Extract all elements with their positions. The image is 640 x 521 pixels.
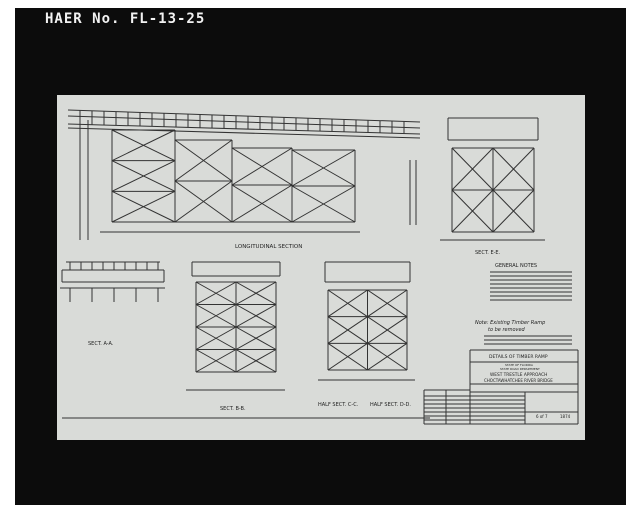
bb-bent — [195, 326, 237, 350]
note-line-2: to be removed — [488, 327, 526, 333]
deck-rail — [67, 115, 421, 129]
label-general-notes: GENERAL NOTES — [495, 263, 537, 269]
cd-bent — [367, 316, 408, 344]
title-dept: STATE ROAD DEPARTMENT — [500, 367, 540, 371]
label-half-sect-dd: HALF SECT. D-D. — [370, 402, 411, 408]
bb-bent — [235, 349, 277, 373]
ee-bent — [451, 147, 494, 191]
title-state: STATE OF FLORIDA — [505, 363, 534, 367]
cd-bent — [367, 342, 408, 371]
bb-bent — [235, 304, 277, 328]
title-bridge: CHOCTAWHATCHEE RIVER BRIDGE — [484, 378, 553, 383]
bent-1 — [111, 190, 176, 223]
label-longitudinal-section: LONGITUDINAL SECTION — [235, 244, 302, 250]
ee-bent — [492, 147, 535, 191]
bent-4 — [291, 149, 356, 187]
engineering-drawing: LONGITUDINAL SECTION SECT. A-A. SECT. B-… — [60, 109, 579, 425]
cd-bent — [327, 342, 368, 371]
bent-3 — [231, 147, 293, 186]
note-line-1: Note: Existing Timber Ramp — [475, 320, 545, 326]
bent-1 — [111, 160, 176, 192]
bent-1 — [111, 129, 176, 162]
label-sect-ee: SECT. E-E. — [475, 250, 501, 256]
bb-bent — [235, 281, 277, 305]
bent-2 — [174, 180, 233, 223]
bb-bent — [235, 326, 277, 350]
haer-number: HAER No. FL-13-25 — [45, 11, 206, 27]
bent-3 — [231, 184, 293, 223]
bb-bent — [195, 304, 237, 328]
sheet-number: 6 of 7 — [536, 414, 548, 419]
title-details: DETAILS OF TIMBER RAMP — [489, 354, 548, 360]
bb-bent — [195, 349, 237, 373]
ee-bent — [492, 189, 535, 233]
deck — [67, 123, 421, 135]
bent-2 — [174, 139, 233, 182]
drawing-number: 1874 — [560, 414, 571, 419]
cd-bent — [367, 289, 408, 318]
label-half-sect-cc: HALF SECT. C-C. — [318, 402, 359, 408]
bent-4 — [291, 185, 356, 223]
label-sect-aa: SECT. A-A. — [88, 341, 114, 347]
title-project: WEST TRESTLE APPROACH — [490, 372, 547, 378]
deck-rail — [67, 109, 421, 123]
cd-bent — [327, 289, 368, 318]
ee-bent — [451, 189, 494, 233]
drawing-sheet: LONGITUDINAL SECTION SECT. A-A. SECT. B-… — [57, 95, 585, 440]
cd-bent — [327, 316, 368, 344]
label-sect-bb: SECT. B-B. — [220, 406, 246, 412]
bb-bent — [195, 281, 237, 305]
